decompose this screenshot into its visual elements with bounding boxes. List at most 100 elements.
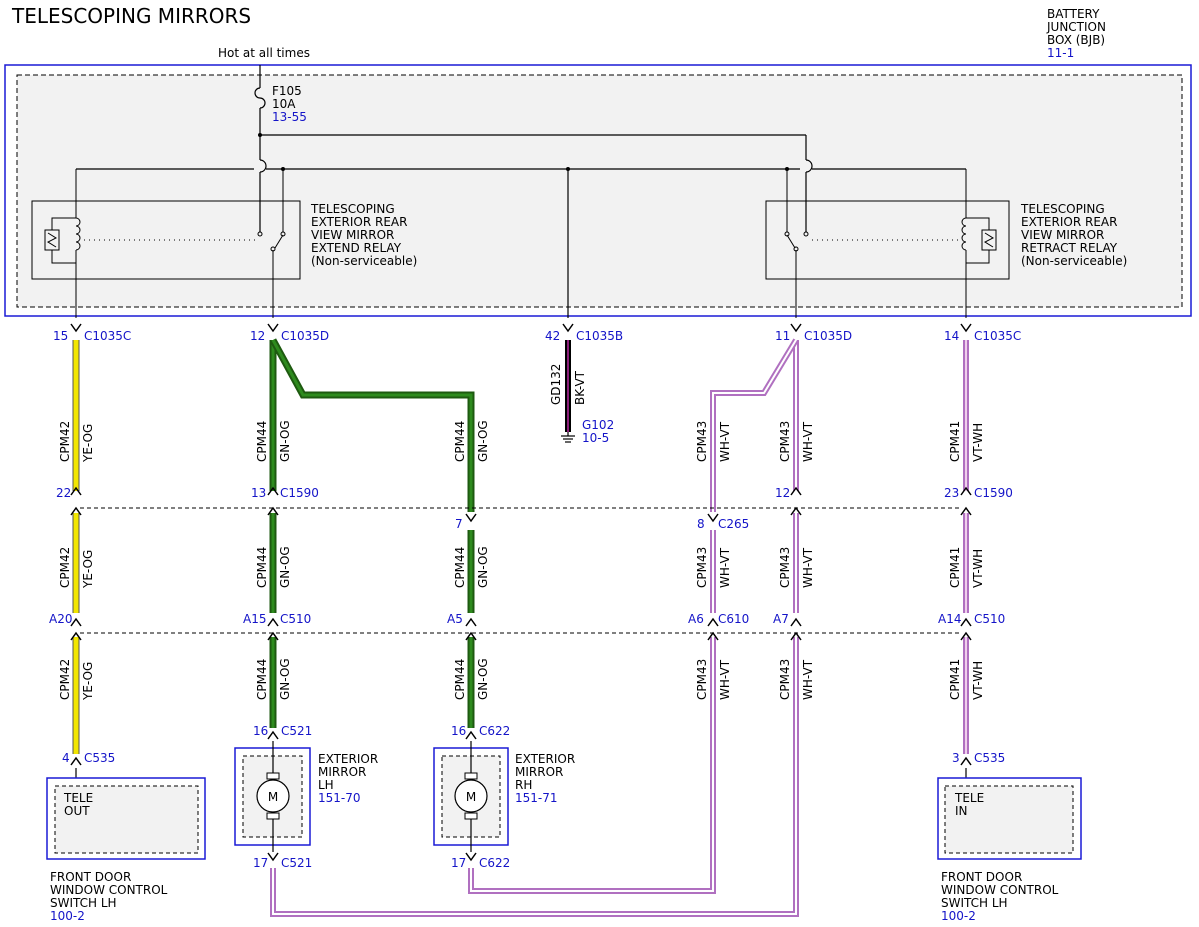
pin-number: A7: [773, 612, 789, 626]
wire-color-label: WH-VT: [801, 421, 815, 462]
wire-color-label: YE-OG: [81, 550, 95, 589]
mirror-lh-page-ref[interactable]: 151-70: [318, 791, 361, 805]
ground-name[interactable]: G102: [582, 418, 614, 432]
wire-circuit-label: CPM44: [255, 659, 269, 700]
switch-lh-page-ref[interactable]: 100-2: [50, 909, 85, 923]
wire-circuit-label: CPM43: [695, 659, 709, 700]
pin-number: A6: [688, 612, 704, 626]
pin-number: 14: [944, 329, 959, 343]
extend-relay: [31, 169, 301, 318]
bjb-label-line: BOX (BJB): [1047, 33, 1105, 47]
wire-color-label: VT-WH: [971, 661, 985, 700]
fuse-name: F105: [272, 84, 302, 98]
window-switch-rh: [937, 777, 1082, 860]
switch-rh-label: SWITCH LH: [941, 896, 1008, 910]
retract-relay: [765, 169, 1010, 318]
wire-circuit-label: CPM44: [453, 547, 467, 588]
ground-icon: [561, 432, 575, 443]
fuse-page-ref[interactable]: 13-55: [272, 110, 307, 124]
wire-circuit-label: CPM43: [778, 547, 792, 588]
connector-id: C1035B: [576, 329, 623, 343]
page-title: TELESCOPING MIRRORS: [11, 4, 251, 28]
retract-relay-label: VIEW MIRROR: [1021, 228, 1104, 242]
pin-number: A14: [938, 612, 961, 626]
mirror-lh-label: LH: [318, 778, 334, 792]
switch-rh-label: FRONT DOOR: [941, 870, 1022, 884]
mirror-rh-page-ref[interactable]: 151-71: [515, 791, 558, 805]
wire-circuit-label: CPM43: [695, 421, 709, 462]
connector-id: C610: [718, 612, 749, 626]
connector-id: C265: [718, 517, 749, 531]
wire-circuit-label: CPM44: [255, 547, 269, 588]
wire-color-label: YE-OG: [81, 424, 95, 463]
connector-id: C622: [479, 856, 510, 870]
switch-rh-in-label: IN: [955, 804, 968, 818]
pin-number: 23: [944, 486, 959, 500]
connector-id: C535: [974, 751, 1005, 765]
extend-relay-label: EXTEND RELAY: [311, 241, 402, 255]
pin-number: 4: [62, 751, 70, 765]
bjb-page-ref[interactable]: 11-1: [1047, 46, 1074, 60]
switch-rh-label: WINDOW CONTROL: [941, 883, 1059, 897]
pin-number: 42: [545, 329, 560, 343]
switch-rh-tele-label: TELE: [954, 791, 984, 805]
wire-cpm43: [270, 338, 799, 917]
connector-id: C1035C: [84, 329, 131, 343]
wire-circuit-label: GD132: [549, 364, 563, 405]
wire-labels: CPM42 YE-OG CPM42 YE-OG CPM42 YE-OG CPM4…: [58, 420, 985, 701]
wire-circuit-label: CPM41: [948, 421, 962, 462]
motor-symbol: M: [268, 790, 278, 804]
pin-number: 13: [251, 486, 266, 500]
motor-icon: [256, 779, 290, 813]
connector-id: C521: [281, 724, 312, 738]
pin-number: 16: [451, 724, 466, 738]
motor-icon: [454, 779, 488, 813]
wire-color-label: WH-VT: [718, 659, 732, 700]
connector-id: C521: [281, 856, 312, 870]
pin-number: 12: [250, 329, 265, 343]
connector-id: C1590: [974, 486, 1013, 500]
bjb-panel: [16, 74, 1183, 308]
connector-id: C1035D: [804, 329, 852, 343]
switch-lh-out-label: OUT: [64, 804, 90, 818]
wire-color-label: BK-VT: [573, 370, 587, 405]
wire-circuit-label: CPM43: [695, 547, 709, 588]
mirror-lh-label: EXTERIOR: [318, 752, 378, 766]
pin-number: 17: [451, 856, 466, 870]
retract-relay-label: TELESCOPING: [1020, 202, 1105, 216]
connector-id: C1590: [280, 486, 319, 500]
pin-number: 3: [952, 751, 960, 765]
wire-circuit-label: CPM43: [778, 421, 792, 462]
wire-color-label: VT-WH: [971, 423, 985, 462]
fuse-f105: [76, 65, 966, 232]
exterior-mirror-rh: M: [433, 741, 509, 852]
mirror-lh-label: MIRROR: [318, 765, 366, 779]
connector-id: C510: [974, 612, 1005, 626]
pin-number: A20: [49, 612, 72, 626]
mirror-rh-label: MIRROR: [515, 765, 563, 779]
wire-circuit-label: CPM44: [255, 421, 269, 462]
wire-color-label: WH-VT: [801, 547, 815, 588]
mirror-rh-label: RH: [515, 778, 532, 792]
wire-color-label: WH-VT: [801, 659, 815, 700]
wire-circuit-label: CPM42: [58, 547, 72, 588]
wire-circuit-label: CPM42: [58, 659, 72, 700]
bjb-outline: [4, 64, 1192, 317]
switch-lh-label: SWITCH LH: [50, 896, 117, 910]
switch-rh-page-ref[interactable]: 100-2: [941, 909, 976, 923]
pin-number: A5: [447, 612, 463, 626]
bjb-label-line: JUNCTION: [1046, 20, 1106, 34]
wire-color-label: GN-OG: [278, 658, 292, 700]
splice-dot: [258, 133, 262, 137]
inline-connector-c510: [70, 617, 972, 641]
connector-id: C1035C: [974, 329, 1021, 343]
retract-relay-label: (Non-serviceable): [1021, 254, 1127, 268]
ground-page-ref[interactable]: 10-5: [582, 431, 609, 445]
window-switch-lh: [46, 777, 206, 860]
motor-symbol: M: [466, 790, 476, 804]
bjb-pin-arrows: [70, 323, 972, 333]
pin-number: 7: [455, 517, 463, 531]
wire-color-label: WH-VT: [718, 421, 732, 462]
extend-relay-label: VIEW MIRROR: [311, 228, 394, 242]
